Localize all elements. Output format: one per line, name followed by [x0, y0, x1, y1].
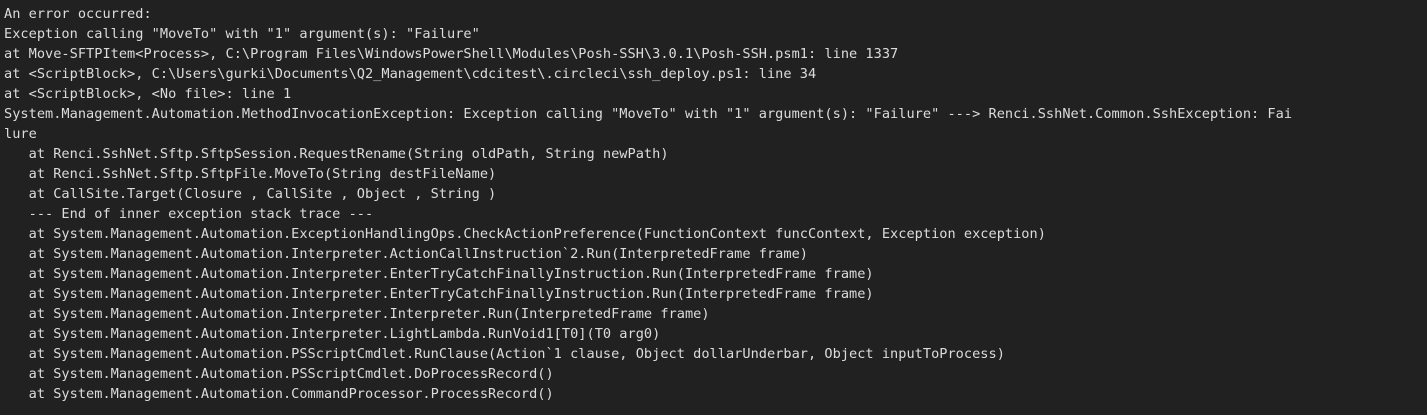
terminal-line: at Move-SFTPItem<Process>, C:\Program Fi… [4, 46, 899, 62]
terminal-line-list: An error occurred: Exception calling "Mov… [4, 4, 1427, 404]
terminal-line: An error occurred: [4, 6, 152, 22]
terminal-line: at CallSite.Target(Closure , CallSite , … [4, 186, 497, 202]
terminal-line: at System.Management.Automation.Interpre… [4, 266, 874, 282]
terminal-line: System.Management.Automation.MethodInvoc… [4, 106, 1293, 122]
terminal-line: at Renci.SshNet.Sftp.SftpFile.MoveTo(Str… [4, 166, 497, 182]
terminal-line: at <ScriptBlock>, <No file>: line 1 [4, 86, 292, 102]
terminal-line: at System.Management.Automation.Interpre… [4, 306, 710, 322]
terminal-line: at System.Management.Automation.Interpre… [4, 246, 809, 262]
terminal-line: lure [4, 126, 37, 142]
terminal-line: at System.Management.Automation.Exceptio… [4, 226, 1046, 242]
terminal-line: at System.Management.Automation.PSScript… [4, 346, 1005, 362]
terminal-line: at Renci.SshNet.Sftp.SftpSession.Request… [4, 146, 669, 162]
terminal-line: at System.Management.Automation.Interpre… [4, 326, 661, 342]
terminal-line: at System.Management.Automation.CommandP… [4, 386, 554, 402]
terminal-line: at System.Management.Automation.Interpre… [4, 286, 874, 302]
terminal-line: at System.Management.Automation.PSScript… [4, 366, 554, 382]
terminal-line: Exception calling "MoveTo" with "1" argu… [4, 26, 480, 42]
terminal-line: at <ScriptBlock>, C:\Users\gurki\Documen… [4, 66, 817, 82]
terminal-line: --- End of inner exception stack trace -… [4, 206, 374, 222]
